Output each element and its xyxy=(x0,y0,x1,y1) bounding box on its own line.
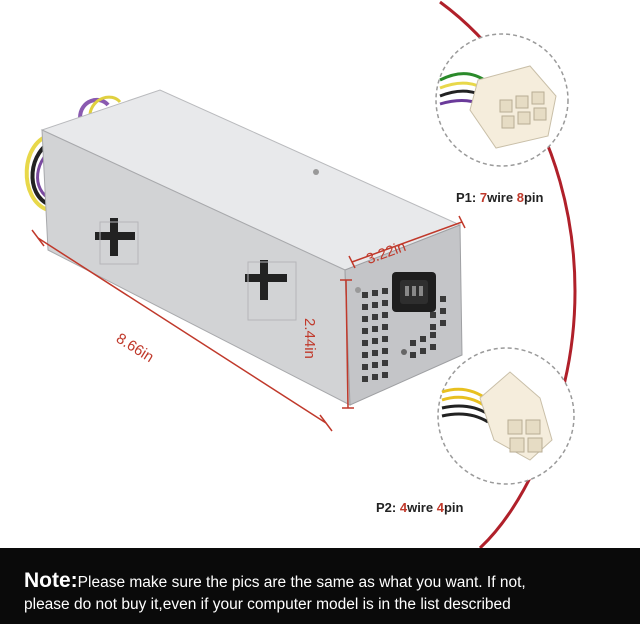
p2-pin-count: 4 xyxy=(436,500,444,515)
p2-connector-inset xyxy=(437,347,575,485)
p1-connector-inset xyxy=(435,33,569,167)
note-text-2: please do not buy it,even if your comput… xyxy=(24,596,511,613)
dimension-height-label: 2.44in xyxy=(301,318,318,359)
p1-pin-word: pin xyxy=(523,190,544,205)
p1-connector-label: P1: 7wire 8pin xyxy=(456,190,543,205)
p2-wire-count: 4 xyxy=(399,500,408,515)
product-photo-scene xyxy=(24,0,577,548)
note-text-1: Please make sure the pics are the same a… xyxy=(77,574,526,591)
note-line-1: Note:Please make sure the pics are the s… xyxy=(24,570,640,594)
cross-cutout-left xyxy=(95,218,139,265)
p2-pin-word: pin xyxy=(443,500,464,515)
p2-connector-label: P2: 4wire 4pin xyxy=(376,500,463,515)
p2-wire-word: wire xyxy=(407,500,437,515)
ac-power-inlet xyxy=(392,272,436,312)
p1-prefix: P1: xyxy=(456,190,480,205)
power-supply-unit xyxy=(40,89,463,406)
p1-wire-count: 7 xyxy=(479,190,488,205)
note-line-2: please do not buy it,even if your comput… xyxy=(24,594,640,616)
p1-wire-word: wire xyxy=(487,190,517,205)
note-banner: Note:Please make sure the pics are the s… xyxy=(0,548,640,624)
dimension-lines xyxy=(31,215,466,432)
note-heading: Note: xyxy=(24,569,78,592)
p2-prefix: P2: xyxy=(376,500,400,515)
vent-grille xyxy=(362,288,446,382)
cross-cutout-right xyxy=(245,260,297,321)
p1-pin-count: 8 xyxy=(516,190,524,205)
